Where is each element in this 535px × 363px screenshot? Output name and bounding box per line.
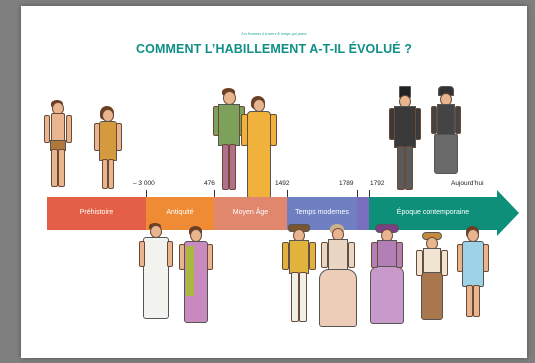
figure-antiquity-woman: [178, 226, 213, 324]
date-1789: 1789: [339, 180, 354, 187]
figure-antiquity-man: [138, 223, 173, 325]
timeline-segment-revolution: [357, 197, 369, 230]
tick-1789: [357, 190, 358, 197]
tick-1492: [287, 190, 288, 197]
timeline-segment-antiquite: Antiquité: [146, 197, 214, 230]
poster-title: COMMENT L’HABILLEMENT A-T-IL ÉVOLUÉ ?: [136, 42, 412, 56]
poster-sheet: Les hommes à travers le temps qui passe …: [21, 6, 527, 358]
date-476: 476: [204, 180, 215, 187]
tick-3000: [146, 190, 147, 197]
timeline-segment-prehistoire: Préhistoire: [47, 197, 146, 230]
figure-prehistory-woman: [93, 106, 122, 190]
figure-medieval-woman: [239, 96, 277, 198]
date-3000: – 3 000: [133, 180, 155, 187]
figure-contemporary-woman-3: [415, 232, 448, 324]
figure-contemporary-woman: [429, 86, 461, 174]
figure-contemporary-woman-2: [367, 224, 405, 324]
figure-prehistory-man: [43, 100, 72, 188]
figure-contemporary-man: [388, 86, 421, 190]
date-1492: 1492: [275, 180, 290, 187]
figure-contemporary-woman-4: [455, 226, 489, 318]
tick-476: [214, 190, 215, 197]
tick-1792: [369, 190, 370, 197]
figure-modern-man: [279, 224, 317, 324]
poster-supertitle: Les hommes à travers le temps qui passe: [241, 31, 307, 36]
timeline-arrowhead: [497, 190, 519, 236]
date-aujourdhui: Aujourd’hui: [451, 180, 484, 187]
figure-modern-woman: [315, 224, 359, 328]
date-1792: 1792: [370, 180, 385, 187]
timeline-segment-moyen-age: Moyen Âge: [214, 197, 287, 230]
figure-medieval-man: [212, 88, 245, 192]
